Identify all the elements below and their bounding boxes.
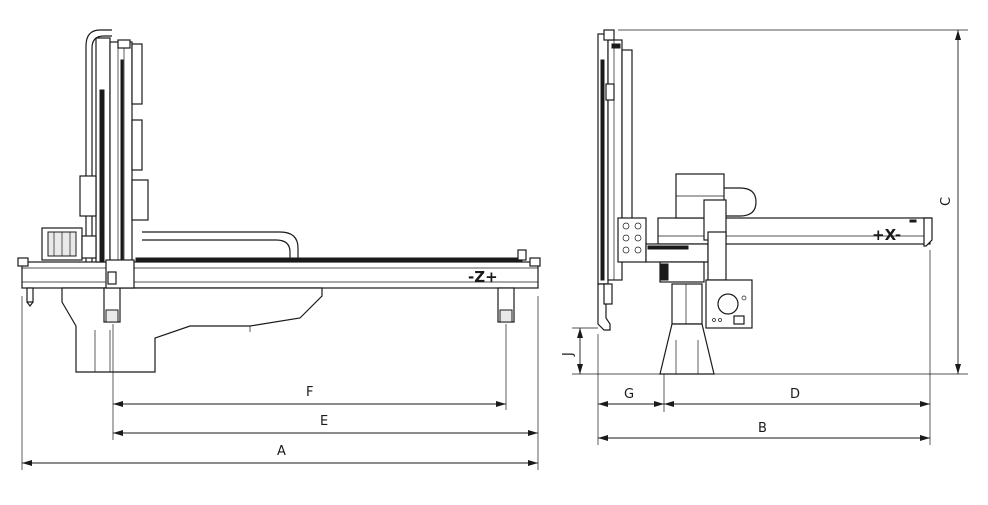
pedestal-column: [671, 283, 703, 325]
control-dial: [717, 293, 739, 315]
dimension-g-label: G: [624, 387, 634, 402]
side-view: +X- C: [561, 29, 968, 445]
beam-end-cap-left: [17, 257, 29, 267]
valve-panel: [617, 217, 647, 263]
cable-carrier-loop: [85, 29, 112, 262]
dimension-j-label: J: [561, 352, 576, 357]
z-axis-label: -Z+: [468, 268, 498, 286]
z-rail-beam: [21, 261, 539, 289]
x-axis-label: +X-: [872, 226, 901, 244]
dimension-f-label: F: [306, 385, 313, 400]
pedestal-base: [659, 323, 715, 375]
dimension-e-label: E: [320, 414, 328, 429]
dimension-c-label: C: [939, 197, 954, 206]
dimension-a-label: A: [277, 444, 286, 459]
beam-end-cap-right: [529, 257, 541, 267]
dimension-d-label: D: [790, 387, 800, 402]
dimension-b-label: B: [758, 421, 767, 436]
front-view: -Z+ F E A: [17, 29, 541, 470]
base-housing: [61, 287, 323, 373]
